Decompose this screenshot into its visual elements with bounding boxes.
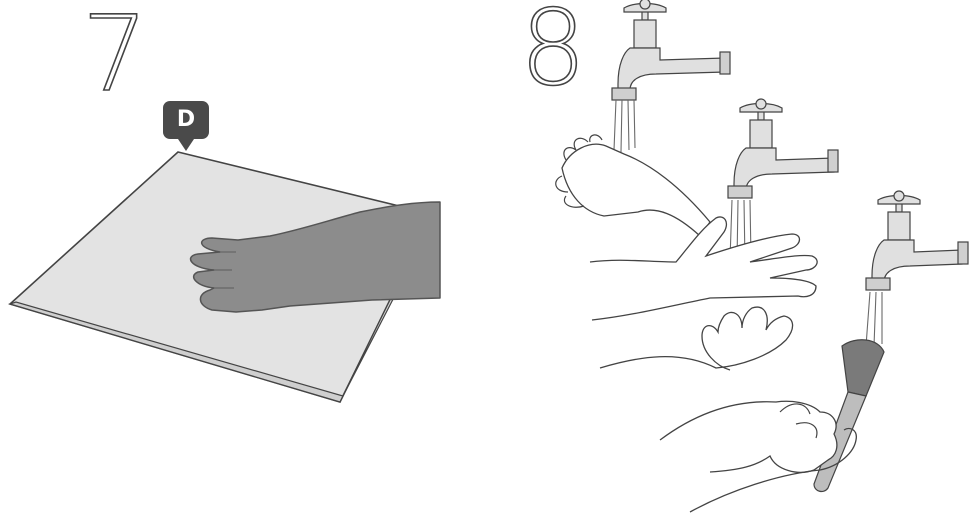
water-stream-1 xyxy=(613,99,636,153)
hands-icon xyxy=(659,400,857,513)
badge-marker xyxy=(163,101,209,151)
step-8-illustration xyxy=(555,0,969,513)
faucet-icon xyxy=(611,0,731,101)
step-7-illustration xyxy=(8,101,441,403)
hands-icon xyxy=(589,216,818,371)
water-stream-3 xyxy=(865,291,883,347)
faucet-icon xyxy=(865,190,969,291)
hands-icon xyxy=(555,134,711,237)
gloved-arm-icon xyxy=(189,201,441,313)
badge-d: D xyxy=(163,101,209,143)
water-stream-2 xyxy=(729,199,752,263)
step-8-panel: 8 xyxy=(480,0,970,524)
step-number-8: 8 xyxy=(519,0,587,109)
faucet-icon xyxy=(727,98,839,199)
step-7-panel: 7 D xyxy=(0,0,480,524)
badge-letter: D xyxy=(176,107,196,132)
brush-icon xyxy=(813,339,885,493)
step-number-7: 7 xyxy=(81,0,149,115)
